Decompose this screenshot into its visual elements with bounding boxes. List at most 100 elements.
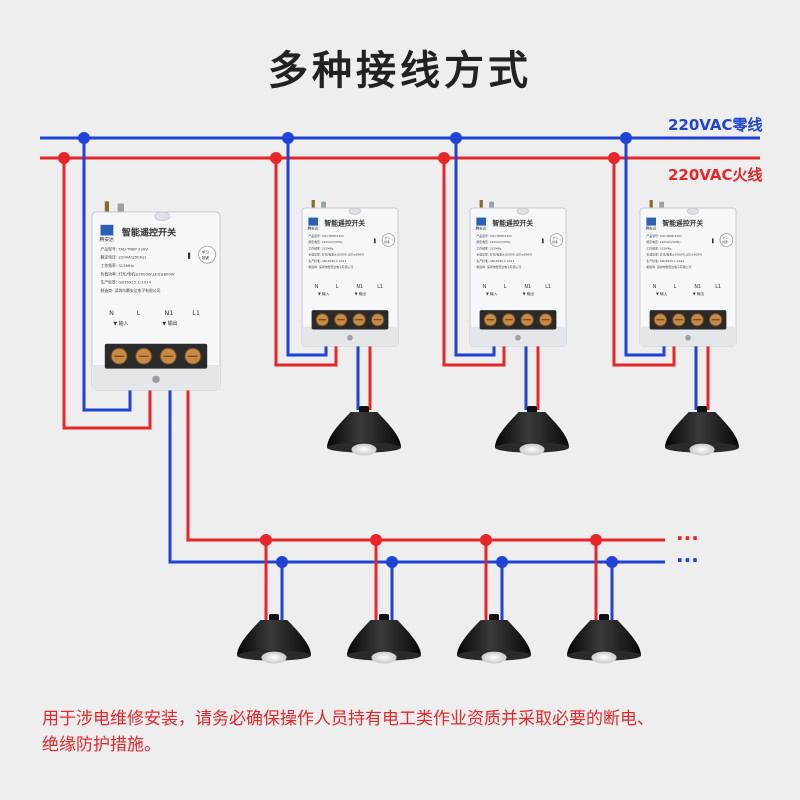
lamp-bulb <box>519 443 545 456</box>
terminal-label: N1 <box>694 284 701 290</box>
learn-button-icon <box>719 233 734 247</box>
neutral-continuation-mark: ··· <box>676 548 699 572</box>
device-spec-line: 产品型号: TAD-TR8P-220V <box>646 233 682 238</box>
antenna <box>104 201 110 215</box>
terminal-block <box>104 343 208 369</box>
lower-lamp-3-neutral-junction <box>496 556 508 568</box>
lower-lamp-4 <box>567 614 641 664</box>
learn-button-icon <box>381 233 396 247</box>
safety-notice: 用于涉电维修安装，请务必确保操作人员持有电工类作业资质并采取必要的断电、 绝缘防… <box>42 706 772 758</box>
terminal-label: L1 <box>715 284 721 290</box>
terminal-label: N1 <box>165 309 174 317</box>
safety-notice-line-1: 用于涉电维修安装，请务必确保操作人员持有电工类作业资质并采取必要的断电、 <box>42 709 654 729</box>
device-4-live-junction <box>608 152 620 164</box>
terminal-label: L1 <box>377 284 383 290</box>
lamp-bulb <box>481 651 507 664</box>
terminal-label: N <box>109 309 114 317</box>
terminal-label: L1 <box>545 284 551 290</box>
device-spec-line: 额定电压: 220VAC(50Hz) <box>476 239 510 244</box>
output-live-bus <box>186 385 665 542</box>
lamp-shade <box>327 412 401 448</box>
learn-button-label: 学习 <box>384 236 390 240</box>
output-label: ▼ 输出 <box>355 291 367 296</box>
neutral-wire-label: 220VAC零线 <box>668 116 763 134</box>
mount-tab <box>516 207 529 215</box>
antenna <box>311 200 315 210</box>
device-spec-line: 制造商: 深圳市腾安达电子有限公司 <box>101 288 161 293</box>
terminal-label: N <box>483 284 487 290</box>
terminal-label: N <box>315 284 319 290</box>
lamp-shade <box>457 620 531 656</box>
mount-tab <box>686 207 699 215</box>
device-spec-line: 生产标准: GB16915.1-2014 <box>101 280 152 285</box>
output-neutral-bus <box>168 385 665 564</box>
input-label: ▼ 输入 <box>318 291 330 296</box>
device-spec-line: 制造商: 深圳市腾安达电子有限公司 <box>308 264 353 269</box>
device-spec-line: 额定电压: 220VAC(50Hz) <box>308 239 342 244</box>
learn-button-label: 按键 <box>552 240 558 244</box>
learn-button-label: 按键 <box>202 255 210 260</box>
learn-button-icon <box>198 245 217 264</box>
device-2-live-feed <box>274 158 338 367</box>
lamp-shade <box>495 412 569 448</box>
device-4-neutral-feed <box>624 138 666 357</box>
status-led <box>542 238 544 244</box>
device-brand: 腾安达 <box>308 226 319 231</box>
terminal-label: N1 <box>524 284 531 290</box>
brand-logo-icon <box>308 217 318 226</box>
device-2-lamp <box>327 406 401 456</box>
device-spec-line: 制造商: 深圳市腾安达电子有限公司 <box>646 264 691 269</box>
device-spec-line: 额定电压: 220VAC(50Hz) <box>101 255 147 260</box>
input-label: ▼ 输入 <box>656 291 668 296</box>
device-4-neutral-junction <box>620 132 632 144</box>
input-label: ▼ 输入 <box>486 291 498 296</box>
device-name: 智能遥控开关 <box>492 219 533 228</box>
terminal-label: L <box>336 284 339 290</box>
terminal-label: L <box>504 284 507 290</box>
brand-logo-icon <box>100 224 114 236</box>
output-label: ▼ 输出 <box>693 291 705 296</box>
terminal-block <box>311 310 389 330</box>
lower-lamp-1-neutral-junction <box>276 556 288 568</box>
lamp-bulb <box>591 651 617 664</box>
device-spec-line: 工作频率: 315MHz <box>101 263 134 268</box>
antenna <box>649 200 653 210</box>
learn-button-label: 学习 <box>722 236 728 240</box>
learn-button-label: 学习 <box>552 236 558 240</box>
main-neutral-junction <box>78 132 90 144</box>
lower-lamp-2-neutral-junction <box>386 556 398 568</box>
main-live-feed <box>62 158 152 430</box>
lamp-shade <box>665 412 739 448</box>
device-3-neutral-junction <box>450 132 462 144</box>
device-3-live-feed <box>442 158 506 367</box>
mount-tab <box>154 211 171 222</box>
device-brand: 腾安达 <box>646 226 657 231</box>
device-2-neutral-junction <box>282 132 294 144</box>
device-spec-line: 负载功率: 灯光/电机≤3000W,LED≤800W <box>646 252 702 257</box>
mount-tab <box>348 207 361 215</box>
lamp-shade <box>347 620 421 656</box>
antenna-base <box>117 203 124 215</box>
device-3-live-junction <box>438 152 450 164</box>
input-label: ▼ 输入 <box>113 320 128 327</box>
lamp-shade <box>237 620 311 656</box>
mount-hole <box>347 334 353 341</box>
device-spec-line: 负载功率: 灯光/电机≤3000W,LED≤800W <box>308 252 364 257</box>
device-brand: 腾安达 <box>476 226 487 231</box>
mount-hole <box>685 334 691 341</box>
status-led <box>188 252 191 259</box>
device-spec-line: 工作频率: 315MHz <box>476 245 502 250</box>
device-spec-line: 产品型号: TAD-TR8P-220V <box>308 233 344 238</box>
lower-lamp-1-live-junction <box>260 534 272 546</box>
device-spec-line: 制造商: 深圳市腾安达电子有限公司 <box>476 264 521 269</box>
device-spec-line: 产品型号: TAD-TR8P-220V <box>101 246 149 251</box>
page-title: 多种接线方式 <box>268 48 532 94</box>
lower-lamp-2 <box>347 614 421 664</box>
main-live-junction <box>58 152 70 164</box>
lamp-bulb <box>689 443 715 456</box>
device-spec-line: 生产标准: GB16915.1-2014 <box>646 258 684 263</box>
device-spec-line: 产品型号: TAD-TR8P-220V <box>476 233 512 238</box>
